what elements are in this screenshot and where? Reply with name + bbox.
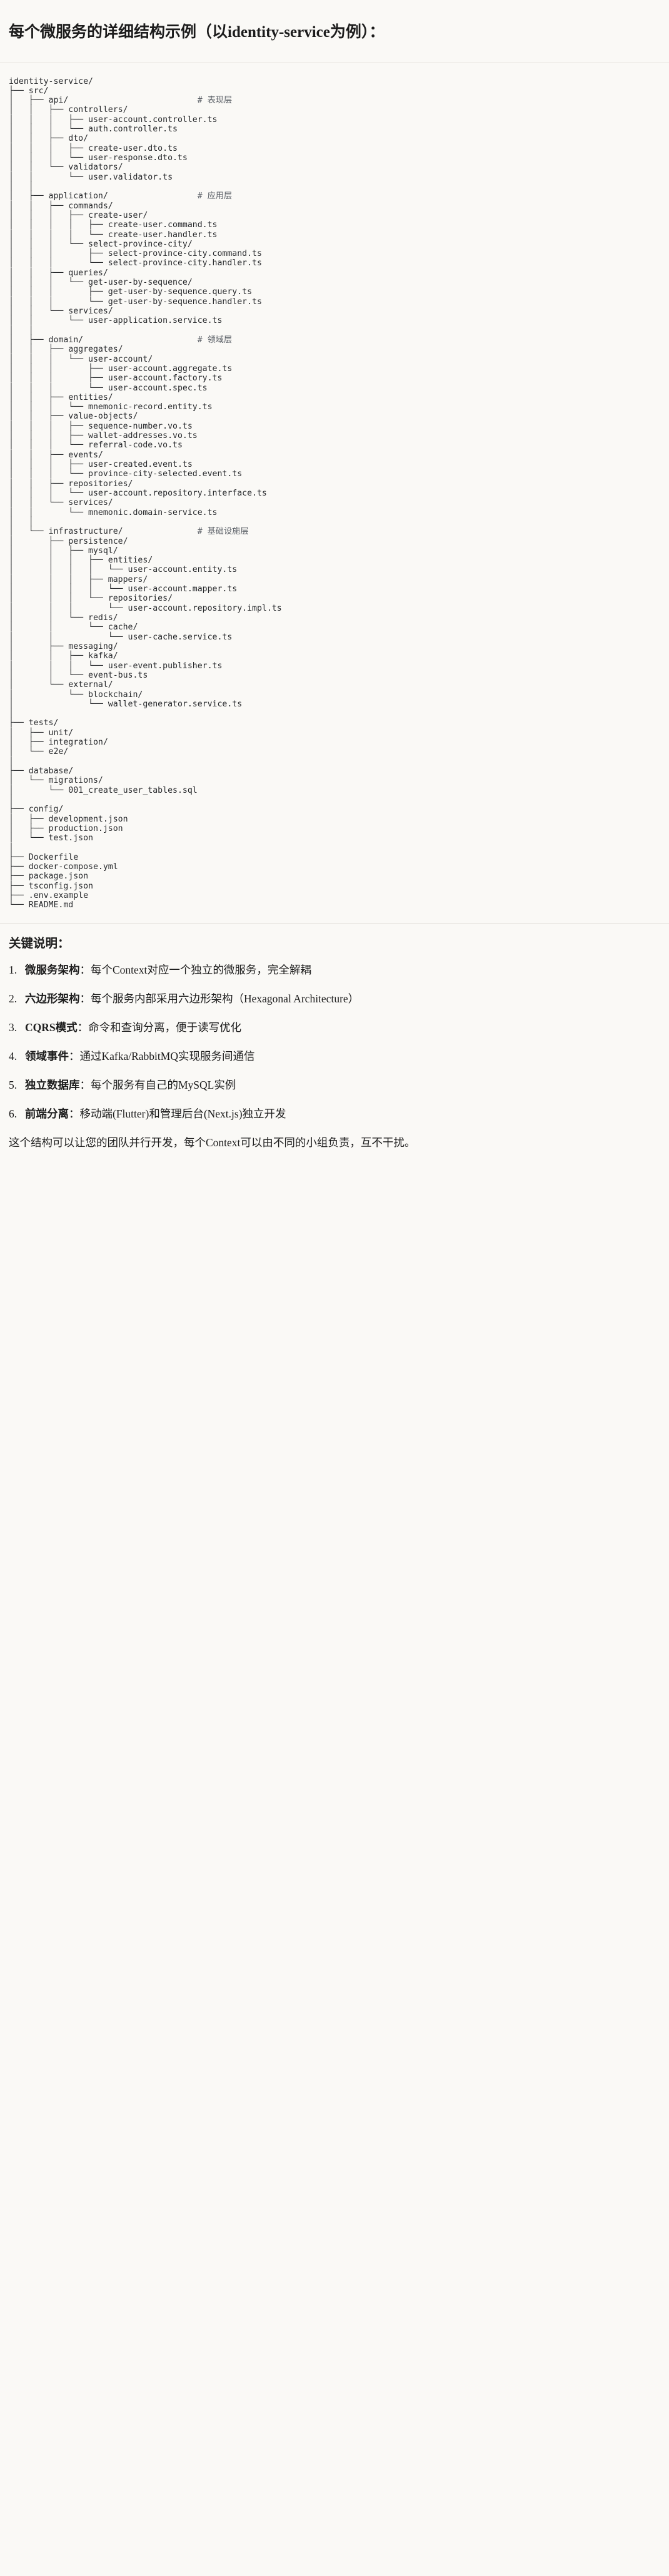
key-note-text: 每个服务内部采用六边形架构（Hexagonal Architecture） <box>91 992 360 1005</box>
key-note-item: 微服务架构：每个Context对应一个独立的微服务，完全解耦 <box>9 962 660 977</box>
key-note-item: CQRS模式：命令和查询分离，便于读写优化 <box>9 1020 660 1035</box>
key-note-term: 前端分离 <box>25 1107 69 1120</box>
key-note-separator: ： <box>69 1107 80 1120</box>
key-note-item: 六边形架构：每个服务内部采用六边形架构（Hexagonal Architectu… <box>9 991 660 1006</box>
tree-comment: # 领域层 <box>197 335 233 345</box>
key-note-separator: ： <box>69 1049 80 1062</box>
tree-comment: # 基础设施层 <box>197 527 249 537</box>
key-note-separator: ： <box>79 963 91 976</box>
key-note-term: CQRS模式 <box>25 1021 78 1034</box>
key-note-text: 每个Context对应一个独立的微服务，完全解耦 <box>91 963 311 976</box>
key-note-separator: ： <box>79 1078 91 1091</box>
key-note-term: 领域事件 <box>25 1049 69 1062</box>
key-note-separator: ： <box>77 1021 89 1034</box>
page-title: 每个微服务的详细结构示例（以identity-service为例）： <box>9 23 385 41</box>
tree-comment: # 表现层 <box>197 96 233 106</box>
document-page: 每个微服务的详细结构示例（以identity-service为例）： ident… <box>0 10 669 1164</box>
key-note-term: 微服务架构 <box>25 963 80 976</box>
key-note-text: 每个服务有自己的MySQL实例 <box>91 1078 236 1091</box>
key-note-text: 通过Kafka/RabbitMQ实现服务间通信 <box>79 1049 255 1062</box>
key-notes-title: 关键说明： <box>9 937 70 950</box>
key-notes-section: 关键说明： 微服务架构：每个Context对应一个独立的微服务，完全解耦六边形架… <box>0 923 669 1164</box>
tree-comment: # 应用层 <box>197 191 233 201</box>
key-note-separator: ： <box>79 992 91 1005</box>
key-notes-list: 微服务架构：每个Context对应一个独立的微服务，完全解耦六边形架构：每个服务… <box>9 962 660 1121</box>
closing-paragraph: 这个结构可以让您的团队并行开发，每个Context可以由不同的小组负责，互不干扰… <box>9 1136 416 1149</box>
directory-tree-block: identity-service/ ├── src/ │ ├── api/ # … <box>0 63 669 923</box>
tree-divider <box>0 922 669 924</box>
key-note-term: 独立数据库 <box>25 1078 80 1091</box>
key-note-item: 领域事件：通过Kafka/RabbitMQ实现服务间通信 <box>9 1049 660 1064</box>
key-note-text: 移动端(Flutter)和管理后台(Next.js)独立开发 <box>79 1107 286 1120</box>
key-note-term: 六边形架构 <box>25 992 80 1005</box>
key-note-item: 前端分离：移动端(Flutter)和管理后台(Next.js)独立开发 <box>9 1106 660 1121</box>
key-note-item: 独立数据库：每个服务有自己的MySQL实例 <box>9 1077 660 1092</box>
directory-tree: identity-service/ ├── src/ │ ├── api/ # … <box>9 76 282 910</box>
key-note-text: 命令和查询分离，便于读写优化 <box>88 1021 242 1034</box>
